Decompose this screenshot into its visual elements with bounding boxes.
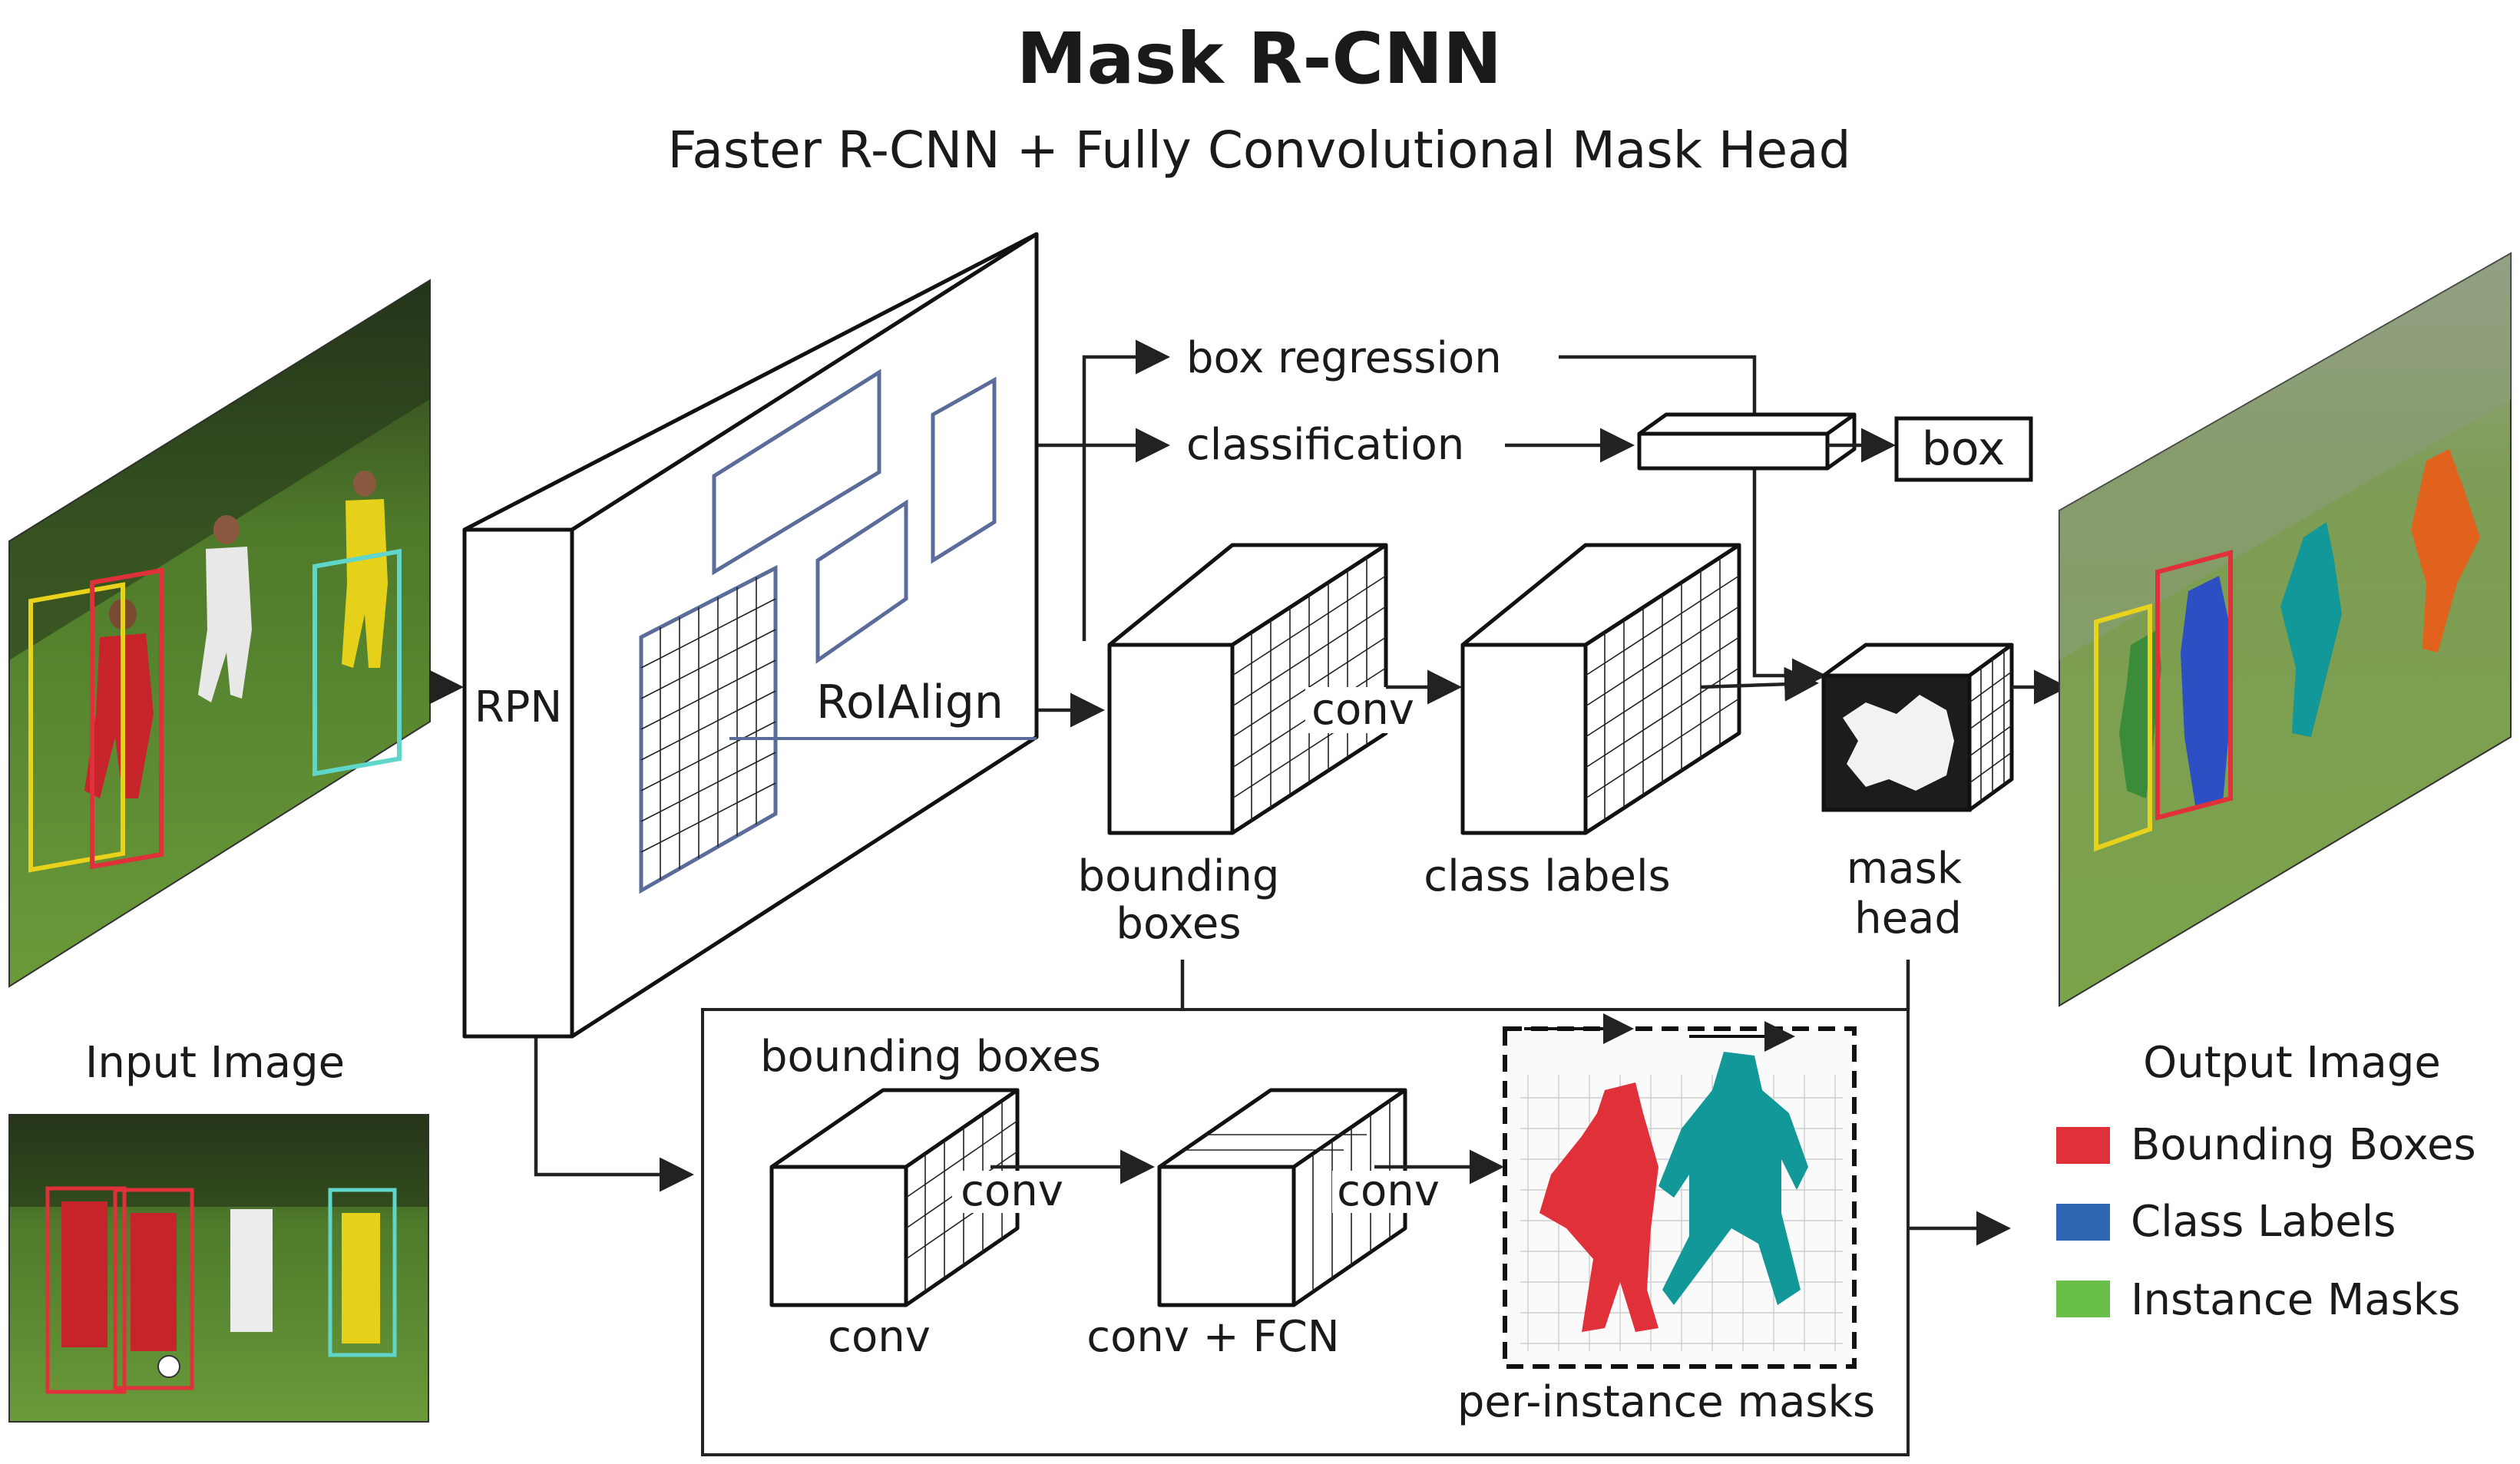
per-instance-masks-box <box>1503 1013 1857 1369</box>
mask-head-block <box>1821 643 2014 812</box>
input-image-flat <box>8 1114 429 1423</box>
detail-conv-block-b <box>1157 1088 1407 1307</box>
output-image-skewed <box>2059 252 2512 1007</box>
detail-conv-label-a: conv <box>961 1166 1063 1216</box>
box-output-label: box <box>1922 422 2005 476</box>
mask-head-label-2: head <box>1854 894 1962 944</box>
roi-grid <box>639 564 778 894</box>
roi-box <box>931 376 997 564</box>
rpn-label: RPN <box>475 682 563 732</box>
roi-box <box>712 368 881 576</box>
bounding-boxes-label-1: bounding <box>1078 851 1280 901</box>
roialign-label: RoIAlign <box>816 676 1004 729</box>
legend-label-instance-masks: Instance Masks <box>2131 1275 2460 1325</box>
classification-label: classification <box>1186 420 1464 470</box>
per-instance-masks-label: per-instance masks <box>1457 1377 1875 1427</box>
output-image-label: Output Image <box>2143 1038 2441 1088</box>
roi-box <box>815 499 908 664</box>
instance-mask-teal <box>1659 1052 1808 1305</box>
detail-bounding-boxes-label: bounding boxes <box>760 1032 1101 1082</box>
player-figure <box>198 515 252 702</box>
rpn-to-detail-arrow <box>534 1038 694 1192</box>
class-to-mask-arrow <box>1700 666 1819 702</box>
player-figure <box>342 471 388 668</box>
detail-conv-fcn-label: conv + FCN <box>1086 1312 1339 1362</box>
diagram-subtitle: Faster R-CNN + Fully Convolutional Mask … <box>668 121 1851 180</box>
conv-top-label: conv <box>1311 685 1414 735</box>
backbone-feature-block <box>462 232 1039 1039</box>
detail-conv-bottom-label: conv <box>828 1312 931 1362</box>
class-labels-label: class labels <box>1424 851 1670 901</box>
mask-head-label-1: mask <box>1847 844 1963 894</box>
instance-mask-red <box>1539 1082 1659 1332</box>
bounding-boxes-label-2: boxes <box>1116 899 1241 949</box>
instance-mask <box>2181 576 2231 810</box>
box-output <box>1894 416 2033 482</box>
box-regression-label: box regression <box>1186 333 1502 383</box>
input-image-skewed <box>8 279 431 988</box>
instance-mask <box>2280 522 2342 737</box>
legend-label-bounding-boxes: Bounding Boxes <box>2131 1120 2476 1170</box>
class-labels-block <box>1460 543 1741 835</box>
legend-swatch-instance-masks <box>2056 1281 2110 1317</box>
legend-swatch-class-labels <box>2056 1204 2110 1241</box>
box-regression-branch <box>1082 339 1170 641</box>
input-image-label: Input Image <box>85 1038 345 1088</box>
diagram-title: Mask R-CNN <box>1017 18 1502 100</box>
legend-swatch-bounding-boxes <box>2056 1127 2110 1164</box>
legend: Bounding Boxes Class Labels Instance Mas… <box>2056 1120 2476 1325</box>
detail-conv-label-b: conv <box>1337 1166 1440 1216</box>
fc-layer-block <box>1637 412 1857 471</box>
instance-mask <box>2411 449 2480 653</box>
legend-label-class-labels: Class Labels <box>2131 1197 2396 1247</box>
